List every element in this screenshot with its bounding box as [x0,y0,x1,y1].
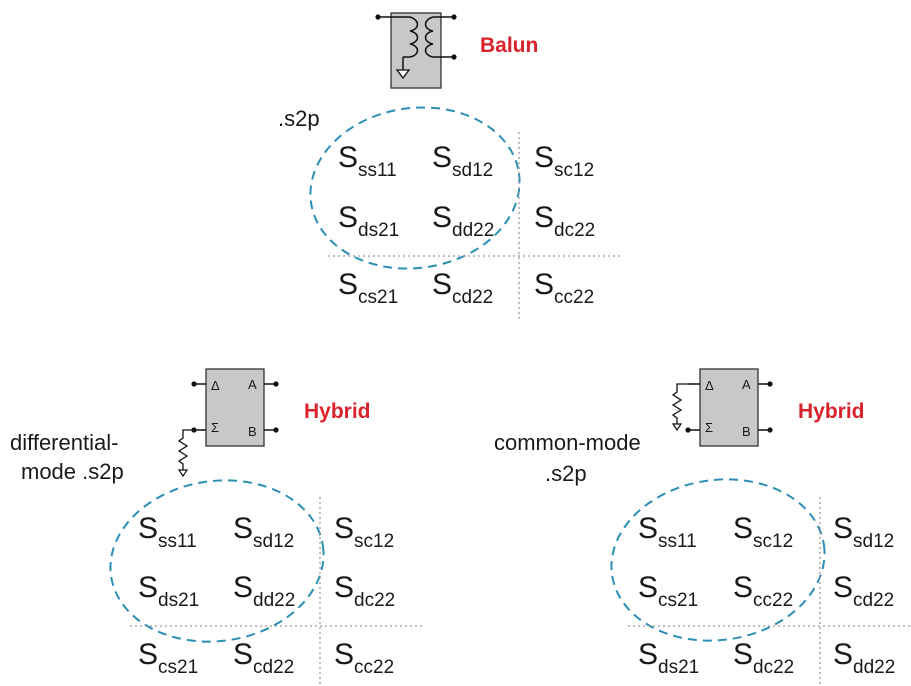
matrix-cell: Sds21 [338,201,399,241]
balun-selection-ellipse [309,106,521,270]
port-delta-label: Δ [211,378,220,393]
balun-section: Balun .s2p Sss11 Ssd12 Ssc12 Sds21 Sdd22… [278,12,622,320]
hybrid-diff-selection-ellipse [109,479,325,643]
matrix-cell: Sss11 [138,512,197,552]
matrix-cell: Ssc12 [733,512,793,552]
matrix-cell: Scd22 [233,638,294,678]
matrix-cell: Scs21 [138,638,198,678]
matrix-cell: Scs21 [338,268,398,308]
hybrid-diff-label-2: mode .s2p [21,459,124,484]
matrix-cell: Ssc12 [534,141,594,181]
balun-title: Balun [480,34,538,57]
port-a-label: A [742,377,751,392]
matrix-cell: Sdd22 [432,201,494,241]
port-b-label: B [742,424,751,439]
matrix-cell: Ssd12 [833,512,894,552]
hybrid-diff-label-1: differential- [10,430,118,455]
hybrid-common-icon: Δ Σ A B [671,368,773,447]
matrix-cell: Sds21 [638,638,699,678]
hybrid-common-selection-ellipse [610,478,826,642]
hybrid-common-section: Δ Σ A B Hybrid common-mode .s2p Sss11 Ss… [494,368,911,686]
matrix-cell: Sdc22 [534,201,595,241]
balun-transformer-icon [375,12,457,89]
hybrid-diff-icon: Δ Σ A B [177,368,279,478]
hybrid-diff-matrix: Sss11 Ssd12 Ssc12 Sds21 Sdd22 Sdc22 Scs2… [138,512,395,678]
matrix-cell: Sss11 [338,141,397,181]
matrix-cell: Sds21 [138,571,199,611]
matrix-cell: Sdc22 [334,571,395,611]
matrix-cell: Scc22 [733,571,793,611]
matrix-cell: Scc22 [334,638,394,678]
hybrid-common-label-2: .s2p [545,461,587,486]
matrix-cell: Scs21 [638,571,698,611]
matrix-cell: Sdd22 [233,571,295,611]
hybrid-diff-title: Hybrid [304,400,371,423]
matrix-cell: Ssd12 [233,512,294,552]
matrix-cell: Scc22 [534,268,594,308]
matrix-cell: Scd22 [833,571,894,611]
hybrid-common-title: Hybrid [798,400,865,423]
matrix-cell: Ssd12 [432,141,493,181]
port-sigma-label: Σ [211,420,219,435]
port-delta-label: Δ [705,378,714,393]
matrix-cell: Sdc22 [733,638,794,678]
balun-file-label: .s2p [278,106,320,131]
matrix-cell: Sdd22 [833,638,895,678]
port-sigma-label: Σ [705,420,713,435]
hybrid-diff-section: Δ Σ A B Hybrid differential- mode .s2p S… [10,368,425,686]
hybrid-common-matrix: Sss11 Ssc12 Ssd12 Scs21 Scc22 Scd22 Sds2… [638,512,895,678]
matrix-cell: Scd22 [432,268,493,308]
hybrid-common-label-1: common-mode [494,430,641,455]
port-b-label: B [248,424,257,439]
port-a-label: A [248,377,257,392]
matrix-cell: Sss11 [638,512,697,552]
matrix-cell: Ssc12 [334,512,394,552]
balun-matrix: Sss11 Ssd12 Ssc12 Sds21 Sdd22 Sdc22 Scs2… [338,141,595,308]
